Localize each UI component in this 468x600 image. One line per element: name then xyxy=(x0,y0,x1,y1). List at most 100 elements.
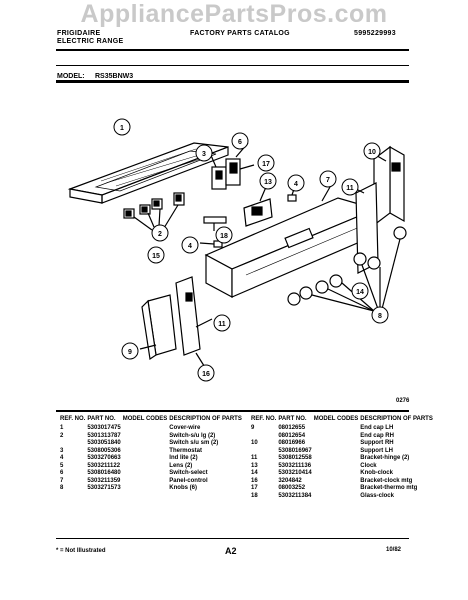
ref-cell: 7 xyxy=(60,477,64,484)
ref-cell xyxy=(60,440,87,448)
thermostat-assembly xyxy=(209,142,255,190)
backguard-panel xyxy=(67,142,229,204)
desc-cell: Support RH xyxy=(360,440,394,446)
model-cell xyxy=(314,440,361,448)
ref-cell: 1 xyxy=(60,425,64,431)
ref-cell: 10 xyxy=(251,440,258,446)
catalog-number: 5995229993 xyxy=(354,30,396,37)
desc-cell: Switch s/u sm (2) xyxy=(169,440,219,446)
callout-8: 8 xyxy=(378,313,382,320)
desc-cell: Lens (2) xyxy=(169,462,193,469)
model-cell xyxy=(123,440,170,448)
table-row: 08012654 End cap RH xyxy=(251,433,435,441)
model-cell xyxy=(314,493,361,501)
parts-table-left: REF. NO. PART NO. MODEL CODES DESCRIPTIO… xyxy=(60,416,244,493)
end-cap-right xyxy=(371,145,405,227)
end-cap-left xyxy=(139,294,177,361)
desc-cell: Knobs (6) xyxy=(169,485,197,491)
col-ref: REF. NO. xyxy=(251,416,277,422)
part-cell: 5303051840 xyxy=(87,440,121,446)
ref-cell: 2 xyxy=(60,432,64,439)
col-ref: REF. NO. xyxy=(60,416,86,422)
model-cell xyxy=(314,478,361,486)
callout-18: 18 xyxy=(220,233,228,240)
ref-cell: 16 xyxy=(251,477,258,484)
col-part: PART NO. xyxy=(87,416,116,422)
callout-16: 16 xyxy=(202,371,210,378)
ref-cell: 8 xyxy=(60,485,64,491)
ref-cell: 11 xyxy=(251,455,258,461)
model-cell xyxy=(314,470,361,478)
col-desc: DESCRIPTION OF PARTS xyxy=(360,416,433,422)
ref-cell: 9 xyxy=(251,425,255,431)
table-row: 10 08016966 Support RH xyxy=(251,440,435,448)
callout-14: 14 xyxy=(356,289,364,296)
callout-6: 6 xyxy=(238,139,242,146)
part-cell: 08012654 xyxy=(278,432,306,439)
desc-cell: End cap LH xyxy=(360,425,394,431)
callout-15: 15 xyxy=(152,253,160,260)
part-cell: 08016966 xyxy=(278,440,306,446)
part-cell: 5303211384 xyxy=(278,492,312,499)
callout-9: 9 xyxy=(128,349,132,356)
model-cell xyxy=(123,448,170,456)
desc-cell: Clock xyxy=(360,462,377,469)
callout-1: 1 xyxy=(120,125,124,132)
ref-cell: 4 xyxy=(60,455,64,461)
desc-cell: Ind lite (2) xyxy=(169,455,198,461)
desc-cell: Switch-select xyxy=(169,470,208,476)
watermark: AppliancePartsPros.com xyxy=(80,0,388,28)
page-number: A2 xyxy=(225,546,237,556)
brand-label: FRIGIDAIRE xyxy=(57,30,101,37)
ref-cell: 3 xyxy=(60,447,64,454)
part-cell: 3204842 xyxy=(278,477,302,484)
model-number: RS35BNW3 xyxy=(95,73,134,80)
desc-cell: Knob-clock xyxy=(360,470,393,476)
ref-cell: 6 xyxy=(60,470,64,476)
col-desc: DESCRIPTION OF PARTS xyxy=(169,416,242,422)
callout-13: 13 xyxy=(264,179,272,186)
model-cell xyxy=(314,433,361,441)
part-cell: 5303271573 xyxy=(87,485,121,491)
callout-3: 3 xyxy=(202,151,206,158)
model-cell xyxy=(123,433,170,441)
desc-cell: Glass-clock xyxy=(360,492,394,499)
col-part: PART NO. xyxy=(278,416,307,422)
callout-11b: 11 xyxy=(218,321,226,328)
desc-cell: Support LH xyxy=(360,447,393,454)
catalog-title: FACTORY PARTS CATALOG xyxy=(190,30,290,37)
desc-cell: End cap RH xyxy=(360,432,394,439)
part-cell: 5303211136 xyxy=(278,462,312,469)
part-cell: 5308005306 xyxy=(87,447,121,454)
model-cell xyxy=(123,470,170,478)
parts-table-right: REF. NO. PART NO. MODEL CODES DESCRIPTIO… xyxy=(251,416,435,500)
model-rule-top xyxy=(56,65,409,66)
desc-cell: Cover-wire xyxy=(169,425,201,431)
callout-4b: 4 xyxy=(188,243,192,250)
product-label: ELECTRIC RANGE xyxy=(57,38,124,45)
table-row: 8 5303271573 Knobs (6) xyxy=(60,485,244,493)
ref-cell: 14 xyxy=(251,470,258,476)
part-cell: 08012655 xyxy=(278,425,306,431)
model-rule-bottom xyxy=(56,80,409,83)
model-label: MODEL: xyxy=(57,73,85,80)
model-cell xyxy=(123,485,170,493)
diagram-code: 0276 xyxy=(396,398,410,404)
page-date: 10/82 xyxy=(386,547,402,553)
callout-17: 17 xyxy=(262,161,270,168)
header-rule xyxy=(56,49,409,51)
model-cell xyxy=(314,463,361,471)
callout-4: 4 xyxy=(294,181,298,188)
